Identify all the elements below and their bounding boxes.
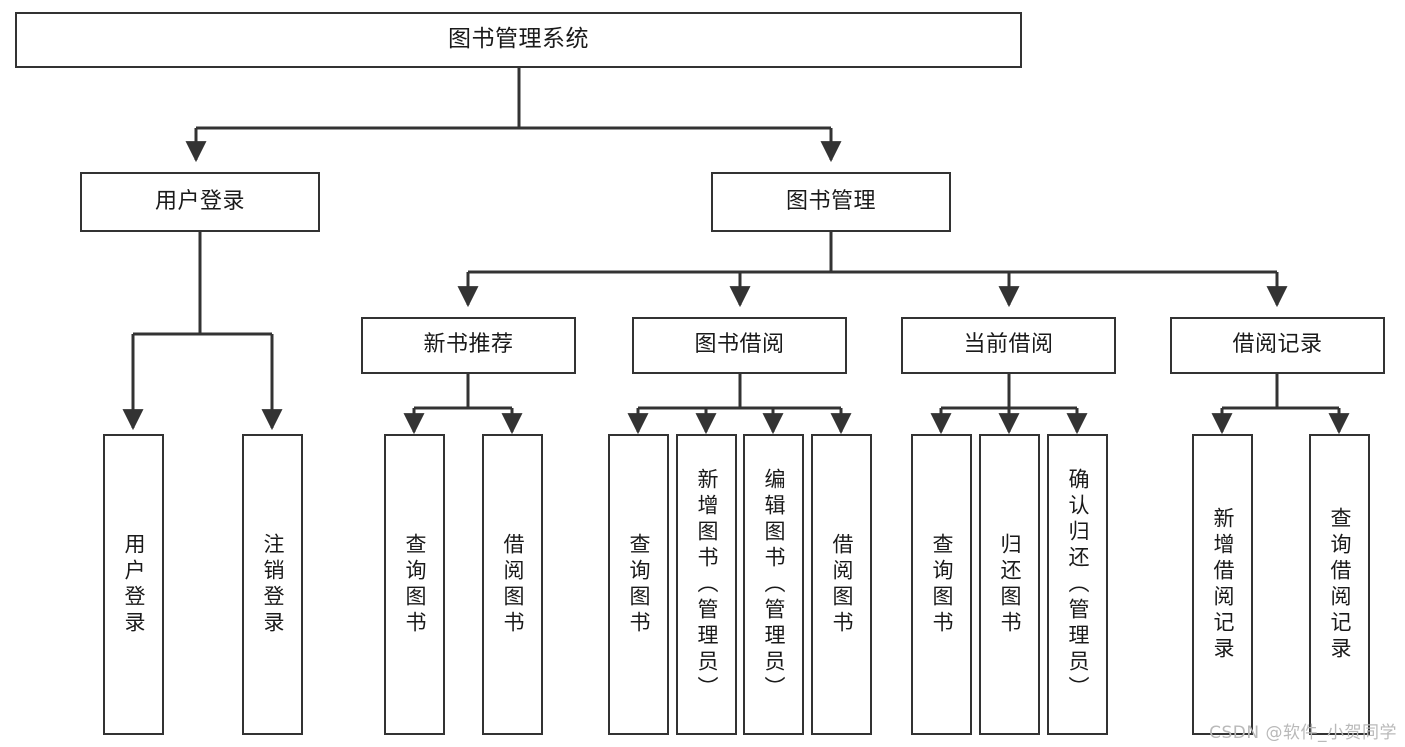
leaf-current-borrow-return-book[interactable]: 归还图书 (979, 434, 1040, 735)
leaf-book-borrow-add-book-admin[interactable]: 新增图书（管理员） (676, 434, 737, 735)
node-book-management[interactable]: 图书管理 (711, 172, 951, 232)
leaf-user-login-logout[interactable]: 注销登录 (242, 434, 303, 735)
node-label: 编辑图书（管理员） (762, 467, 786, 702)
node-borrow-record[interactable]: 借阅记录 (1170, 317, 1385, 374)
node-label: 用户登录 (122, 532, 146, 637)
node-label: 图书管理 (785, 188, 876, 214)
node-label: 新增借阅记录 (1211, 506, 1235, 663)
leaf-current-borrow-query-book[interactable]: 查询图书 (911, 434, 972, 735)
node-label: 查询图书 (403, 532, 427, 637)
node-new-book-recommend[interactable]: 新书推荐 (361, 317, 576, 374)
node-user-login[interactable]: 用户登录 (80, 172, 320, 232)
node-label: 查询借阅记录 (1328, 506, 1352, 663)
node-label: 借阅图书 (830, 532, 854, 637)
node-label: 查询图书 (930, 532, 954, 637)
leaf-borrow-record-add-record[interactable]: 新增借阅记录 (1192, 434, 1253, 735)
leaf-current-borrow-confirm-return-admin[interactable]: 确认归还（管理员） (1047, 434, 1108, 735)
node-book-borrow[interactable]: 图书借阅 (632, 317, 847, 374)
node-label: 注销登录 (261, 532, 285, 637)
leaf-book-borrow-edit-book-admin[interactable]: 编辑图书（管理员） (743, 434, 804, 735)
node-label: 归还图书 (998, 532, 1022, 637)
node-label: 确认归还（管理员） (1066, 467, 1090, 702)
node-label: 新书推荐 (423, 332, 514, 358)
node-root-book-management-system[interactable]: 图书管理系统 (15, 12, 1022, 68)
leaf-book-borrow-query-book[interactable]: 查询图书 (608, 434, 669, 735)
node-label: 用户登录 (154, 188, 245, 214)
leaf-book-borrow-borrow-book[interactable]: 借阅图书 (811, 434, 872, 735)
node-label: 图书管理系统 (448, 26, 589, 53)
node-label: 新增图书（管理员） (695, 467, 719, 702)
node-label: 当前借阅 (963, 332, 1054, 358)
leaf-new-book-query-book[interactable]: 查询图书 (384, 434, 445, 735)
node-label: 查询图书 (627, 532, 651, 637)
node-current-borrow[interactable]: 当前借阅 (901, 317, 1116, 374)
node-label: 图书借阅 (694, 332, 785, 358)
leaf-borrow-record-query-record[interactable]: 查询借阅记录 (1309, 434, 1370, 735)
leaf-new-book-borrow-book[interactable]: 借阅图书 (482, 434, 543, 735)
leaf-user-login-login[interactable]: 用户登录 (103, 434, 164, 735)
node-label: 借阅记录 (1232, 332, 1323, 358)
watermark-text: CSDN @软件_小贺同学 (1209, 723, 1397, 743)
node-label: 借阅图书 (501, 532, 525, 637)
